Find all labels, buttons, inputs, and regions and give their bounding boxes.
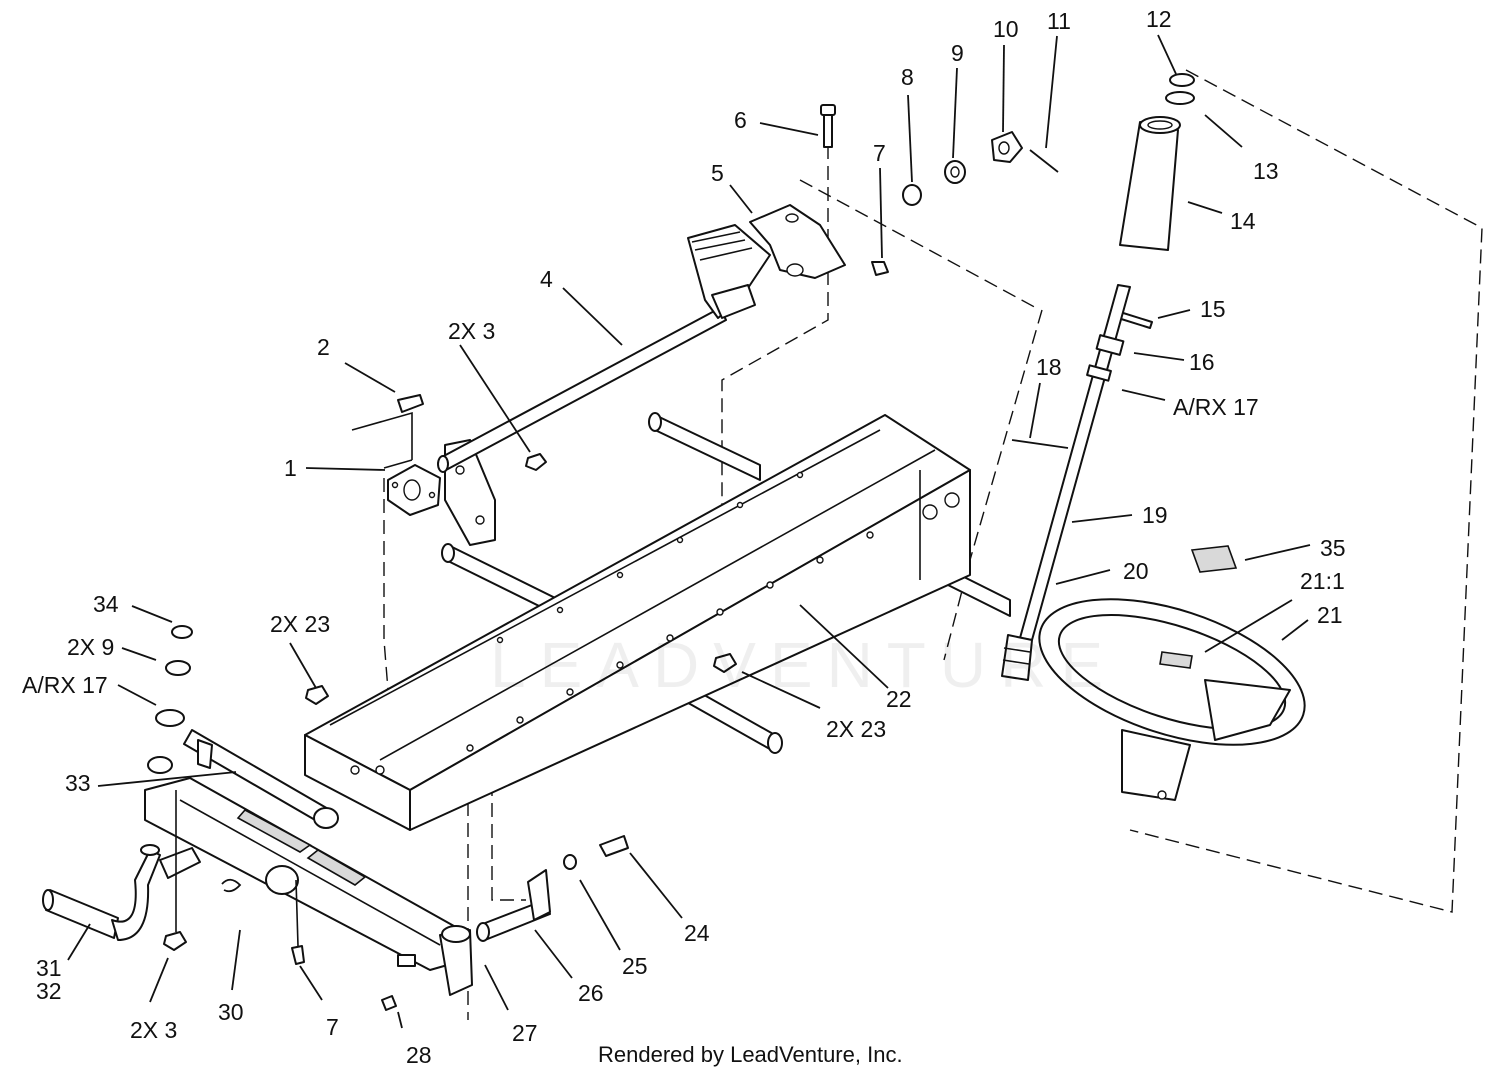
steering-shaft	[437, 307, 727, 473]
callout-21: 21	[1317, 602, 1343, 628]
callout-35: 35	[1320, 535, 1346, 561]
callout-10: 10	[993, 16, 1019, 42]
axle-tab	[397, 954, 416, 967]
nut-28	[381, 995, 397, 1011]
callout-9: 9	[951, 40, 964, 66]
assembly-line-steering-group	[1129, 69, 1483, 913]
spindle-31-32	[42, 844, 201, 941]
callout-18: 18	[1036, 354, 1062, 380]
callout-31: 31	[36, 955, 62, 981]
bolt-2-leader-bracket	[351, 411, 413, 469]
callout-2: 2	[317, 334, 330, 360]
steering-column-19	[1019, 284, 1131, 641]
callout-2x9: 2X 9	[67, 634, 115, 660]
flange-bearing-1	[387, 464, 441, 516]
callout-21-1: 21:1	[1300, 568, 1345, 594]
callout-2x3-lower: 2X 3	[130, 1017, 178, 1043]
callout-27: 27	[512, 1020, 538, 1046]
watermark: LEADVENTURE	[490, 629, 1117, 701]
nut-23-left	[305, 685, 329, 705]
callout-5: 5	[711, 160, 724, 186]
cotter-pin-11	[1029, 149, 1059, 173]
callout-28: 28	[406, 1042, 432, 1068]
fitting-line	[295, 879, 299, 947]
callout-33: 33	[65, 770, 91, 796]
render-credit: Rendered by LeadVenture, Inc.	[598, 1042, 903, 1067]
bushing-17-left	[155, 709, 185, 727]
assembly-line-bolt6	[721, 145, 829, 662]
spring-pin-18	[1011, 439, 1069, 449]
pivot-pin-26	[476, 869, 551, 942]
assembly-line-bracket1	[383, 478, 393, 741]
nut-3-lower	[163, 931, 187, 951]
callout-2x23-left: 2X 23	[270, 611, 331, 637]
callout-24: 24	[684, 920, 710, 946]
callout-16: 16	[1189, 349, 1215, 375]
wheel-insert-21-1	[1159, 651, 1193, 669]
sector-gear	[687, 224, 771, 319]
callout-7-lower: 7	[326, 1014, 339, 1040]
e-clip-30	[221, 878, 242, 893]
callout-26: 26	[578, 980, 604, 1006]
callout-19: 19	[1142, 502, 1168, 528]
callout-20: 20	[1123, 558, 1149, 584]
column-sleeve-14	[1119, 116, 1181, 251]
bushing-8	[902, 184, 922, 206]
callout-6: 6	[734, 107, 747, 133]
cross-tube-rear	[648, 412, 761, 481]
leader-lines	[67, 34, 1311, 1029]
washer-9-left	[165, 660, 191, 676]
callout-4: 4	[540, 266, 553, 292]
pinion-gear-20	[1001, 634, 1033, 681]
steering-support-plate	[444, 439, 496, 546]
callout-8: 8	[901, 64, 914, 90]
callout-1: 1	[284, 455, 297, 481]
castle-nut-10	[991, 131, 1023, 163]
cap-35	[1190, 545, 1238, 573]
steering-wheel-21	[1038, 598, 1306, 801]
frame-rail	[304, 414, 971, 831]
washer-13	[1165, 91, 1195, 105]
nut-23-right	[713, 653, 737, 673]
callout-2x3-upper: 2X 3	[448, 318, 496, 344]
callout-34: 34	[93, 591, 119, 617]
assembly-line-sector	[799, 179, 1041, 311]
callout-7-upper: 7	[873, 140, 886, 166]
callout-a-rx-17-lower: A/RX 17	[22, 672, 108, 698]
callout-a-rx-17-upper: A/RX 17	[1173, 394, 1259, 420]
bolt-6	[820, 104, 836, 148]
bolt-24	[599, 835, 629, 857]
drag-link-33	[183, 729, 339, 829]
callout-15: 15	[1200, 296, 1226, 322]
callout-25: 25	[622, 953, 648, 979]
bolt-2	[397, 394, 424, 413]
retainer-ring-12	[1169, 73, 1195, 87]
nut-3	[525, 453, 547, 471]
washer-25	[563, 854, 577, 870]
callout-13: 13	[1253, 158, 1279, 184]
callout-32: 32	[36, 978, 62, 1004]
sector-bracket	[749, 204, 846, 279]
callout-22: 22	[886, 686, 912, 712]
callout-2x23-right: 2X 23	[826, 716, 887, 742]
front-axle-27	[144, 777, 473, 996]
grease-fitting-lower	[291, 945, 305, 965]
callout-12: 12	[1146, 6, 1172, 32]
callout-14: 14	[1230, 208, 1256, 234]
cap-34	[171, 625, 193, 639]
grease-fitting-top	[871, 261, 889, 276]
callout-30: 30	[218, 999, 244, 1025]
washer-9-hole	[950, 166, 960, 178]
bushing-lower	[147, 756, 173, 774]
callout-11: 11	[1047, 8, 1071, 34]
